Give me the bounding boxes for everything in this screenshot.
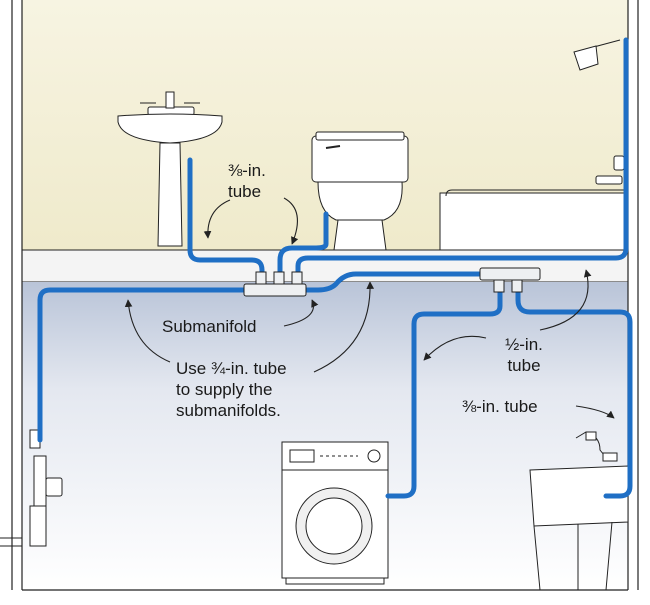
toilet-supply-pipe — [277, 211, 329, 287]
shower-head-icon — [573, 39, 621, 71]
label-use-34-line3: submanifolds. — [176, 401, 281, 420]
pedestal-sink-icon — [117, 91, 223, 247]
label-38-tube-right: ⅜-in. tube — [462, 397, 538, 416]
feed-pipe-34 — [303, 271, 483, 293]
main-valve-icon — [0, 429, 63, 547]
label-38-tube-top-line1: ⅜-in. — [228, 161, 266, 180]
label-submanifold: Submanifold — [162, 317, 257, 336]
washing-machine-icon — [281, 441, 389, 585]
sink-supply-pipe — [187, 157, 265, 287]
washer-supply-pipe — [385, 279, 503, 499]
label-12-tube-line1: ½-in. — [505, 335, 543, 354]
label-12-tube-line2: tube — [507, 356, 541, 375]
leader-arrows — [124, 197, 615, 419]
tub-supply-pipe — [295, 37, 629, 287]
label-use-34-tube: Use ¾-in. tube to supply the submanifold… — [176, 358, 287, 421]
toilet-icon — [311, 131, 409, 251]
label-use-34-line2: to supply the — [176, 380, 273, 399]
utility-sink-pipe — [515, 279, 633, 499]
bathtub-icon — [439, 155, 629, 251]
main-supply-pipe — [37, 287, 255, 443]
utility-sink-icon — [529, 431, 629, 591]
main-manifold-fitting — [479, 267, 541, 293]
label-38-tube-top: ⅜-in. tube — [228, 160, 288, 202]
pipes — [37, 37, 633, 499]
label-38-tube-top-line2: tube — [228, 182, 262, 201]
label-12-tube: ½-in. tube — [492, 334, 556, 376]
submanifold-fitting — [243, 271, 307, 297]
label-use-34-line1: Use ¾-in. tube — [176, 359, 287, 378]
